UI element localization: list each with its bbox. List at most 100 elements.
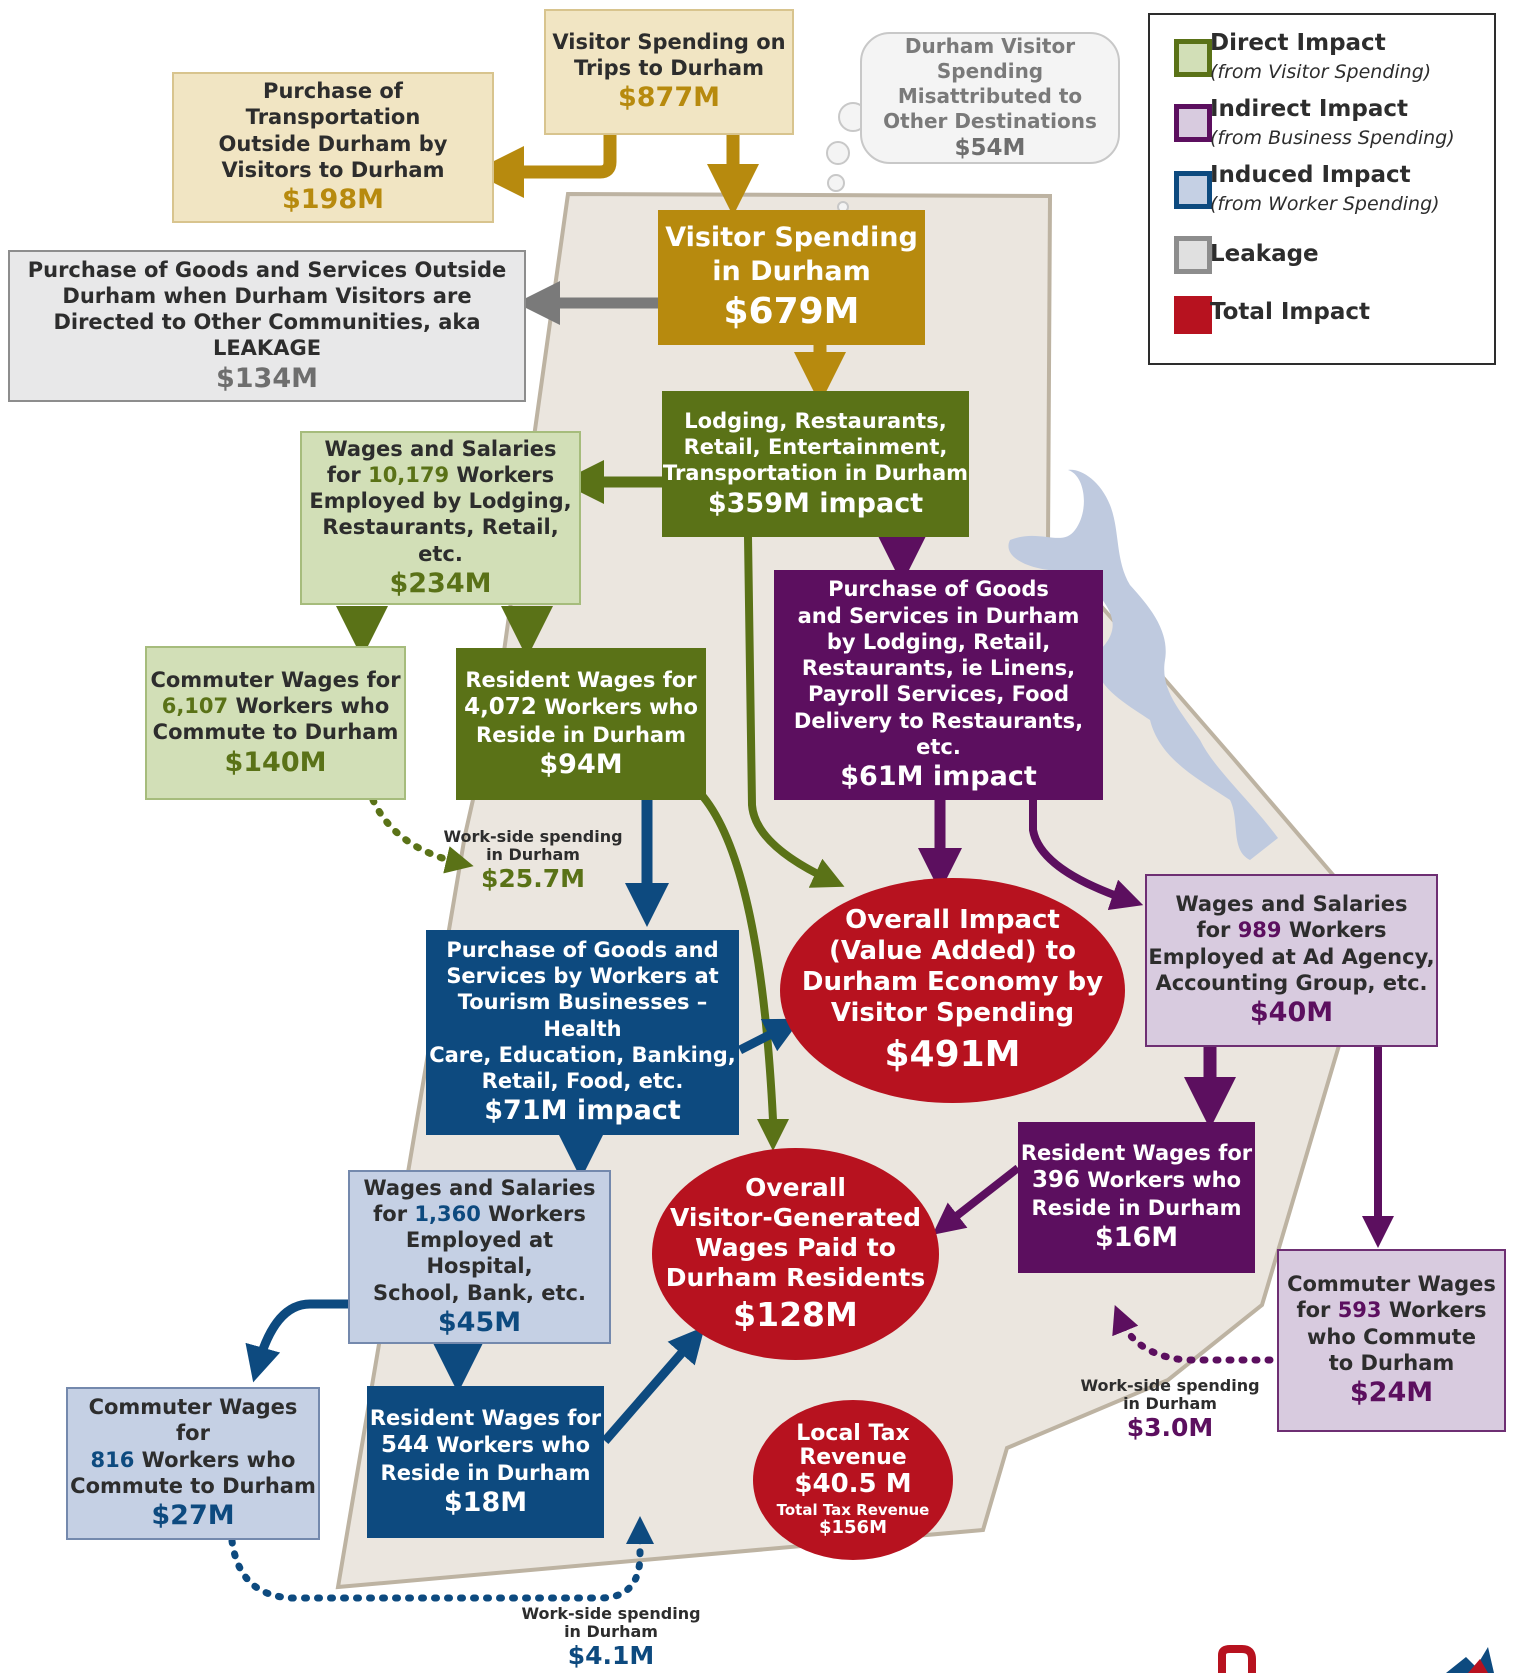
node-overall-wages-amount: $128M <box>733 1295 858 1335</box>
logo-mark <box>1218 1645 1494 1673</box>
node-resident-direct-post: Workers who <box>536 694 698 719</box>
node-wages-induced-line1: Wages and Salaries <box>363 1175 596 1200</box>
legend-swatch-direct <box>1174 39 1212 77</box>
node-resident-direct: Resident Wages for 4,072 Workers who Res… <box>456 648 706 800</box>
node-commuter-induced-post: Workers who <box>134 1447 296 1472</box>
legend-indirect-title: Indirect Impact <box>1210 96 1408 122</box>
node-worker-purchases-line1: Purchase of Goods and <box>446 937 719 962</box>
node-transport-outside: Purchase of Transportation Outside Durha… <box>172 72 494 223</box>
node-wages-indirect-amount: $40M <box>1249 997 1334 1029</box>
node-commuter-indirect-post: Workers <box>1381 1298 1487 1323</box>
node-visitor-durham-line1: Visitor Spending <box>665 222 918 254</box>
node-commuter-indirect-line4: to Durham <box>1328 1350 1455 1375</box>
node-wages-indirect-line1: Wages and Salaries <box>1175 892 1408 917</box>
arrow-worker-purchases-to-overall-impact <box>737 1018 802 1055</box>
node-wages-induced-amount: $45M <box>437 1306 522 1338</box>
legend-swatch-indirect <box>1174 104 1212 142</box>
node-overall-impact-line4: Visitor Spending <box>830 998 1075 1029</box>
node-local-tax-sub2: $156M <box>818 1517 887 1539</box>
note-worksite-induced-amount: $4.1M <box>567 1640 655 1670</box>
thought-bubble-small <box>827 174 845 192</box>
node-resident-induced: Resident Wages for 544 Workers who Resid… <box>367 1386 604 1538</box>
legend-induced-title: Induced Impact <box>1210 162 1411 188</box>
node-wages-induced-line2: for 1,360 Workers <box>373 1201 586 1227</box>
node-wages-indirect-count: 989 <box>1237 918 1282 943</box>
node-commuter-indirect-amount: $24M <box>1349 1377 1434 1409</box>
node-resident-induced-post: Workers who <box>428 1432 591 1457</box>
node-resident-direct-line3: Reside in Durham <box>476 722 686 747</box>
node-resident-induced-line1: Resident Wages for <box>369 1405 602 1430</box>
node-commuter-direct-line1: Commuter Wages for <box>150 667 401 692</box>
node-overall-wages-line2: Visitor-Generated <box>670 1203 921 1233</box>
node-commuter-induced-amount: $27M <box>151 1500 235 1532</box>
node-lodging-amount: $359M impact <box>707 487 924 519</box>
river-shape <box>1008 469 1278 860</box>
node-commuter-indirect: Commuter Wages for 593 Workers who Commu… <box>1277 1249 1506 1432</box>
legend-total-title: Total Impact <box>1210 299 1370 325</box>
node-commuter-indirect-line1: Commuter Wages <box>1287 1272 1496 1297</box>
note-worksite-direct-line1: Work-side spending <box>443 827 623 846</box>
node-wages-induced-line3: Employed at Hospital, <box>405 1228 554 1279</box>
legend-induced-sub: (from Worker Spending) <box>1210 193 1440 215</box>
node-transport-outside-line3: Visitors to Durham <box>221 157 445 182</box>
note-worksite-induced-line2: in Durham <box>564 1622 658 1642</box>
node-resident-induced-line2: 544 Workers who <box>381 1431 590 1460</box>
node-commuter-indirect-count: 593 <box>1337 1298 1382 1323</box>
node-lodging-line1: Lodging, Restaurants, <box>684 408 947 433</box>
node-local-tax-amount: $40.5 M <box>794 1469 912 1500</box>
node-purchase-indirect: Purchase of Goods and Services in Durham… <box>774 570 1103 800</box>
node-local-tax: Local Tax Revenue $40.5 M Total Tax Reve… <box>753 1400 953 1560</box>
node-wages-direct-line1: Wages and Salaries <box>324 436 557 461</box>
note-worksite-direct: Work-side spending in Durham $25.7M <box>438 827 628 894</box>
note-worksite-indirect-line2: in Durham <box>1123 1394 1217 1414</box>
note-worksite-indirect-line1: Work-side spending <box>1080 1376 1260 1395</box>
node-local-tax-line1: Local Tax <box>796 1420 910 1446</box>
legend-indirect-sub: (from Business Spending) <box>1210 127 1455 149</box>
node-wages-induced-pre: for <box>373 1201 415 1226</box>
node-commuter-direct: Commuter Wages for 6,107 Workers who Com… <box>145 646 406 800</box>
node-visitor-trips: Visitor Spending on Trips to Durham $877… <box>544 9 794 135</box>
node-worker-purchases-line5: Retail, Food, etc. <box>481 1069 684 1094</box>
node-lodging: Lodging, Restaurants, Retail, Entertainm… <box>662 391 969 537</box>
node-resident-induced-count: 544 <box>380 1431 429 1458</box>
node-visitor-trips-amount: $877M <box>617 82 720 114</box>
arrow-commuter-worksite-indirect <box>1112 1305 1274 1364</box>
node-overall-impact: Overall Impact (Value Added) to Durham E… <box>780 878 1125 1103</box>
legend-direct-title: Direct Impact <box>1210 30 1386 56</box>
legend-swatch-induced <box>1174 171 1212 209</box>
node-wages-direct-post: Workers <box>449 462 555 487</box>
node-local-tax-line2: Revenue <box>799 1445 907 1471</box>
node-lodging-line3: Transportation in Durham <box>662 461 969 486</box>
node-resident-indirect-line2: 396 Workers who <box>1032 1166 1241 1195</box>
node-overall-impact-line1: Overall Impact <box>845 904 1060 935</box>
node-wages-indirect-line4: Accounting Group, etc. <box>1155 970 1428 995</box>
node-commuter-direct-amount: $140M <box>224 746 327 778</box>
node-commuter-direct-line3: Commute to Durham <box>152 720 399 745</box>
node-leakage-line1: Purchase of Goods and Services Outside <box>27 257 507 282</box>
node-lodging-line2: Retail, Entertainment, <box>683 435 948 459</box>
node-resident-direct-amount: $94M <box>539 748 623 780</box>
node-transport-outside-line1: Purchase of Transportation <box>245 79 421 130</box>
legend-swatch-total <box>1174 296 1212 334</box>
node-wages-induced-line4: School, Bank, etc. <box>373 1280 586 1305</box>
legend-direct-sub: (from Visitor Spending) <box>1210 61 1432 83</box>
node-wages-direct-count: 10,179 <box>368 462 450 487</box>
node-wages-direct-line2: for 10,179 Workers <box>327 462 554 488</box>
node-overall-wages-line1: Overall <box>745 1173 846 1203</box>
note-worksite-direct-line2: in Durham <box>486 845 580 865</box>
node-worker-purchases-line4: Care, Education, Banking, <box>429 1042 736 1067</box>
node-purchase-indirect-line4: Restaurants, ie Linens, <box>801 656 1076 680</box>
node-wages-indirect-pre: for <box>1196 918 1238 943</box>
node-wages-indirect-line3: Employed at Ad Agency, <box>1148 944 1435 969</box>
node-misattributed-amount: $54M <box>954 134 1026 161</box>
node-visitor-trips-line1: Visitor Spending on <box>552 29 786 54</box>
node-resident-indirect-amount: $16M <box>1094 1222 1179 1254</box>
node-commuter-indirect-line2: for 593 Workers <box>1296 1297 1486 1323</box>
arrow-lodging-to-overall-impact <box>744 536 845 888</box>
node-wages-direct-line3: Employed by Lodging, <box>309 489 572 513</box>
node-resident-direct-line2: 4,072 Workers who <box>464 693 698 722</box>
arrow-commuter-worksite-direct <box>369 796 474 874</box>
node-visitor-durham-amount: $679M <box>723 290 860 332</box>
node-wages-induced-post: Workers <box>480 1201 586 1226</box>
arrow-commuter-worksite-induced <box>228 1516 654 1602</box>
